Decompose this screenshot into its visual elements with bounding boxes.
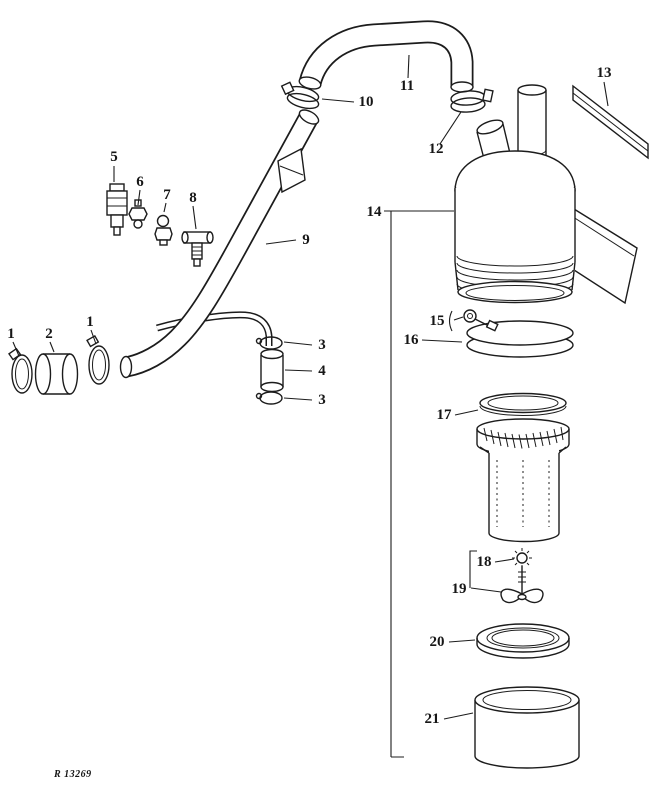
callout-7: 7	[163, 187, 171, 203]
callout-4: 4	[318, 363, 326, 379]
leader-line	[421, 339, 463, 343]
part-valve-5	[106, 183, 128, 236]
callout-1b: 1	[86, 314, 94, 330]
callout-19: 19	[452, 581, 467, 597]
leader-line	[283, 341, 313, 346]
leader-line	[453, 316, 464, 321]
leader-line	[448, 310, 453, 332]
part-tee-fitting-8	[181, 231, 214, 267]
callout-1a: 1	[7, 326, 15, 342]
callout-8: 8	[189, 190, 197, 206]
leader-line	[321, 98, 355, 103]
part-hose-clamp-12	[450, 88, 494, 113]
callout-3a: 3	[318, 337, 326, 353]
callout-16: 16	[404, 332, 420, 348]
callout-9: 9	[302, 232, 310, 248]
part-hose-clamp-10	[280, 81, 320, 110]
callout-6: 6	[136, 174, 144, 190]
callout-18: 18	[477, 554, 492, 570]
leader-line	[137, 189, 141, 206]
part-fitting-7	[154, 214, 173, 246]
leader-line	[49, 341, 55, 353]
callout-20: 20	[430, 634, 445, 650]
leader-line	[265, 239, 297, 245]
callout-15: 15	[430, 313, 445, 329]
leader-line	[12, 341, 20, 357]
part-air-cleaner-body	[454, 84, 576, 304]
figure-reference: R 13269	[53, 769, 92, 780]
part-hose-2	[34, 353, 79, 395]
leader-line	[407, 54, 410, 79]
leader-line	[439, 111, 462, 145]
callout-3b: 3	[318, 392, 326, 408]
leader-line	[448, 639, 476, 643]
part-wing-bolt-19	[500, 566, 544, 604]
part-dust-cup-21	[474, 686, 580, 769]
callout-17: 17	[437, 407, 453, 423]
part-baffle-ring-20	[476, 623, 570, 659]
leader-line	[283, 397, 313, 401]
part-hose-clamp-1a	[8, 347, 33, 394]
callout-14: 14	[367, 204, 383, 220]
part-fitting-6	[128, 199, 148, 229]
leader-line	[284, 369, 313, 372]
part-intake-tube-9	[119, 109, 320, 379]
callout-13: 13	[597, 65, 612, 81]
leader-line	[469, 550, 477, 588]
leader-line	[603, 81, 609, 107]
part-wing-nut-18	[512, 548, 532, 568]
leader-line	[443, 712, 474, 720]
leader-line	[192, 205, 197, 230]
part-clamp-band-16	[463, 309, 574, 358]
part-filter-element-17	[476, 392, 570, 543]
bracket-14	[384, 210, 454, 758]
leader-line	[454, 409, 479, 416]
callout-2: 2	[45, 326, 53, 342]
leader-lines	[12, 54, 609, 720]
part-connector-hose-4	[260, 348, 284, 393]
leader-line	[90, 329, 97, 345]
callouts: 1 2 1 3 4 3 5 6 7 8 9 10 11 12 13 14 15 …	[7, 65, 611, 727]
callout-5: 5	[110, 149, 118, 165]
part-hose-clamp-1b	[86, 334, 110, 385]
part-upper-hose-11	[298, 20, 474, 93]
callout-11: 11	[400, 78, 414, 94]
part-clamp-3b	[255, 391, 283, 405]
leader-line	[494, 558, 515, 563]
callout-10: 10	[359, 94, 374, 110]
callout-12: 12	[429, 141, 444, 157]
leader-line	[470, 587, 502, 593]
callout-21: 21	[425, 711, 440, 727]
leader-line	[163, 202, 167, 213]
